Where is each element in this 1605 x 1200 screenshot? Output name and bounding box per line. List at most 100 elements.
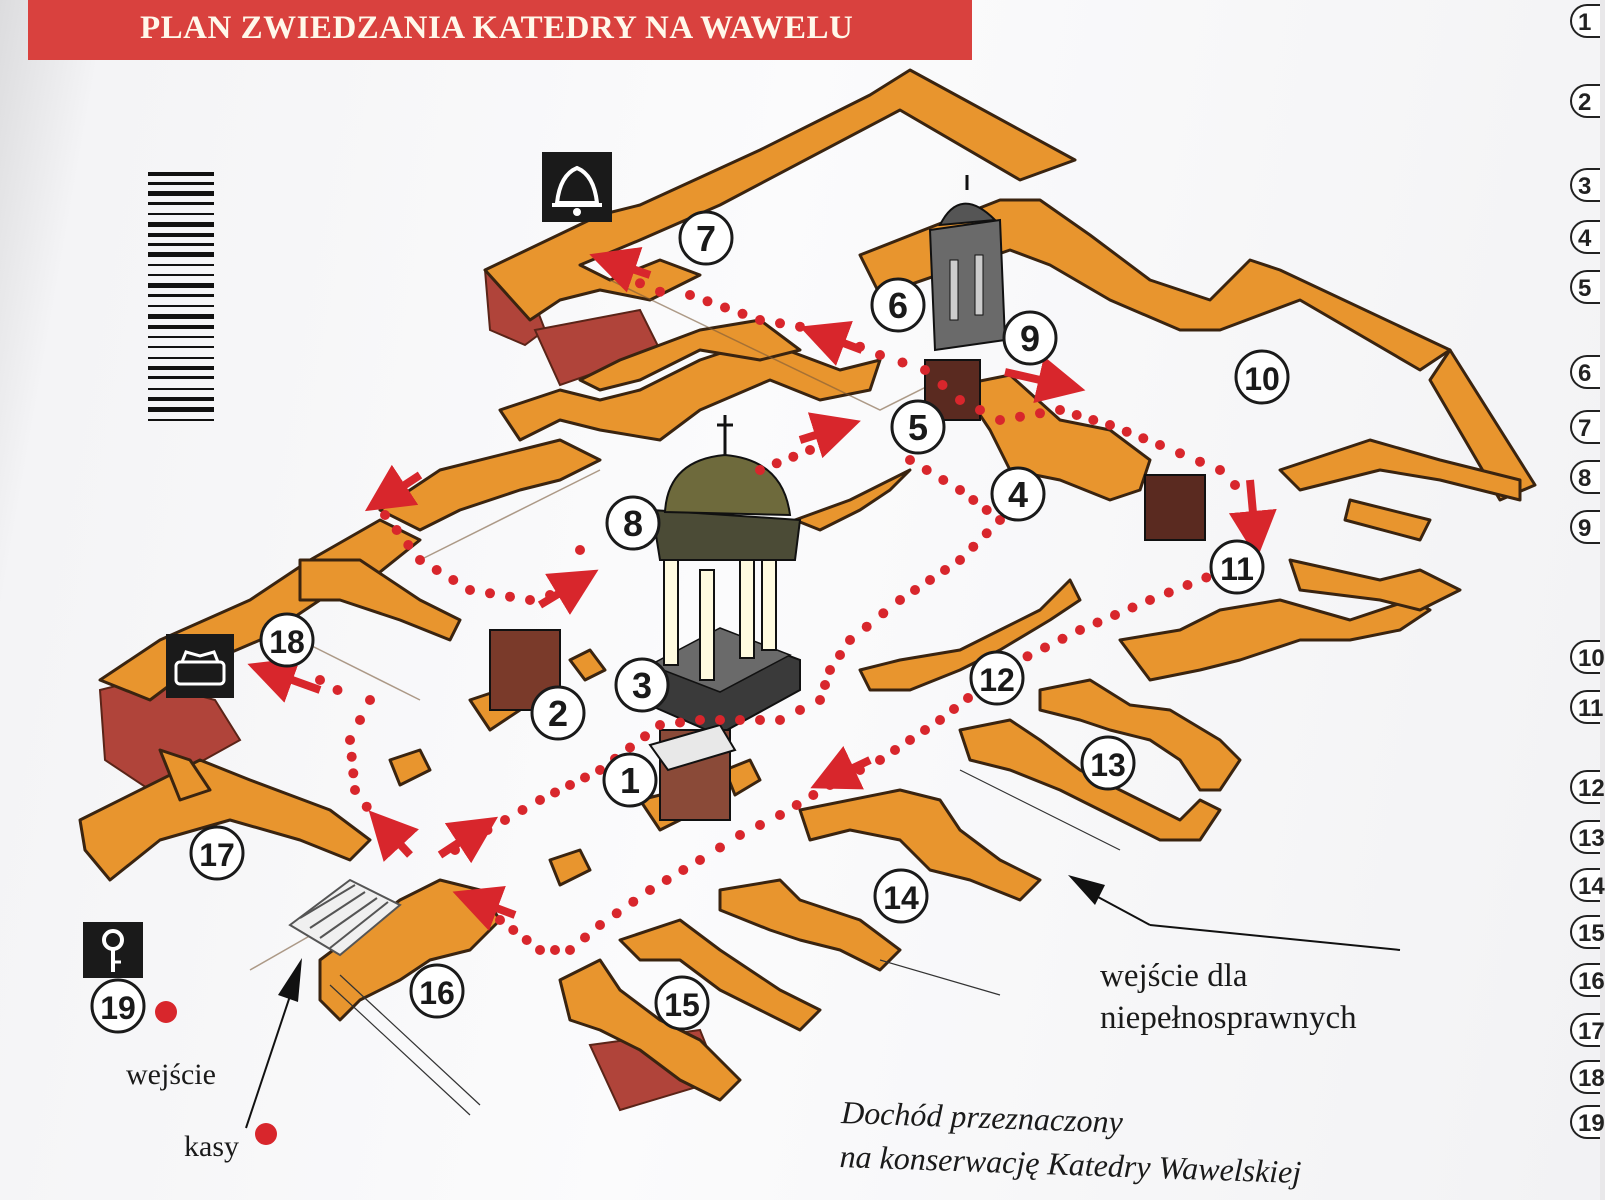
stop-number: 14 <box>883 880 919 916</box>
barcode-bar <box>148 407 214 412</box>
route-dot <box>940 565 950 575</box>
route-dot <box>355 715 365 725</box>
legend-item-3: 3 <box>1570 168 1600 202</box>
route-dot <box>505 591 515 602</box>
stop-number: 13 <box>1090 747 1126 783</box>
building-facade <box>329 769 1121 1116</box>
barcode-bar <box>148 397 214 401</box>
barcode-bar <box>148 274 214 276</box>
legend-item-4: 4 <box>1570 220 1600 254</box>
route-dot <box>431 565 442 575</box>
route-dot <box>875 350 885 360</box>
route-dot <box>875 755 885 765</box>
income-note: Dochód przeznaczony na konserwację Kated… <box>839 1093 1302 1191</box>
route-dot <box>1022 651 1033 662</box>
stop-marker-18: 18 <box>259 612 315 668</box>
barcode <box>148 172 214 421</box>
route-dot <box>981 505 992 515</box>
route-dot <box>720 302 730 313</box>
bell-icon <box>542 152 612 222</box>
entrance-label: wejście <box>126 1058 216 1091</box>
ticket-office-label: kasy <box>184 1130 239 1163</box>
legend-item-9: 9 <box>1570 510 1600 544</box>
route-dot <box>661 875 672 885</box>
legend-item-17: 17 <box>1570 1013 1605 1047</box>
route-dot <box>1182 580 1193 590</box>
route-dot <box>565 945 575 955</box>
route-dot <box>415 555 425 565</box>
route-dot <box>791 800 802 810</box>
route-dot <box>645 885 655 895</box>
route-dot <box>580 772 590 783</box>
legend-item-1: 1 <box>1570 4 1600 38</box>
route-dot <box>968 541 979 552</box>
route-dot <box>465 585 475 595</box>
legend-item-6: 6 <box>1570 355 1600 389</box>
route-dot <box>771 458 782 469</box>
route-dot <box>825 665 835 675</box>
route-dot <box>640 731 650 742</box>
route-dot <box>878 608 889 619</box>
legend-item-14: 14 <box>1570 868 1605 902</box>
route-arrow <box>798 412 861 459</box>
route-dot <box>921 465 932 475</box>
route-dot <box>905 735 915 745</box>
barcode-bar <box>148 264 214 266</box>
route-dot <box>675 717 685 728</box>
route-dot <box>702 296 713 307</box>
legend-item-10: 10 <box>1570 640 1605 674</box>
barcode-bar <box>148 202 214 205</box>
stop-number: 3 <box>632 665 652 706</box>
route-dot <box>820 680 830 690</box>
chapel-tower <box>928 175 1007 352</box>
route-dot <box>625 742 635 753</box>
stop-marker-9: 9 <box>1002 310 1058 366</box>
barcode-bar <box>148 222 214 227</box>
stop-number: 7 <box>696 218 716 259</box>
route-dot <box>521 935 532 945</box>
route-arrow <box>1228 479 1277 559</box>
route-dot <box>795 705 805 715</box>
stop-marker-7: 7 <box>678 210 734 266</box>
route-arrow <box>810 746 872 790</box>
route-dot <box>611 908 622 919</box>
route-dot <box>1035 408 1045 419</box>
stop-number: 9 <box>1020 318 1040 359</box>
route-dot <box>485 588 495 599</box>
stop-marker-19: 19 <box>90 978 146 1034</box>
stop-number: 4 <box>1008 474 1028 515</box>
route-dot <box>861 621 872 632</box>
route-dot <box>1201 572 1212 583</box>
route-dot <box>815 695 825 705</box>
stop-number: 8 <box>623 503 643 544</box>
route-dot <box>715 842 725 853</box>
barcode-bar <box>148 294 214 297</box>
route-dot <box>895 595 905 605</box>
route-dot <box>1127 602 1138 613</box>
barcode-bar <box>148 233 214 237</box>
route-dot <box>755 465 765 475</box>
route-dot <box>1075 625 1085 635</box>
legend-item-5: 5 <box>1570 270 1600 304</box>
stop-marker-11: 11 <box>1209 539 1265 595</box>
route-arrow <box>799 320 864 366</box>
legend-item-7: 7 <box>1570 410 1600 444</box>
route-dot <box>595 920 605 930</box>
route-dot <box>348 768 359 779</box>
barcode-bar <box>148 346 214 348</box>
route-dot <box>737 308 748 319</box>
barcode-bar <box>148 336 214 338</box>
legend-item-18: 18 <box>1570 1060 1605 1094</box>
barcode-bar <box>148 366 214 370</box>
stop-number: 2 <box>548 693 568 734</box>
legend-item-19: 19 <box>1570 1105 1605 1139</box>
route-dot <box>508 925 519 935</box>
stop-number: 1 <box>620 760 640 801</box>
route-dot <box>695 855 705 865</box>
route-dot <box>955 395 965 405</box>
route-dot <box>1088 415 1099 425</box>
route-dot <box>825 780 835 790</box>
route-dot <box>315 675 325 685</box>
